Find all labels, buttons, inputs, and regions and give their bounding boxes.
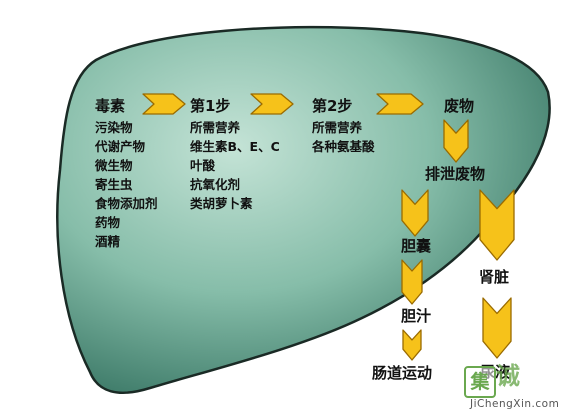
liver-shape <box>56 25 551 394</box>
watermark-url: JiChengXin.com <box>470 398 560 410</box>
arrow-step1-to-step2-icon <box>250 93 294 115</box>
arrow-gallbladder-to-bile-icon <box>401 259 423 305</box>
watermark-text: 诚 <box>496 362 520 390</box>
node-toxins-title: 毒素 <box>95 97 126 115</box>
arrow-step2-to-waste-icon <box>376 93 424 115</box>
step1-item-carotenoids: 类胡萝卜素 <box>190 196 253 211</box>
toxins-item-alcohol: 酒精 <box>95 234 121 249</box>
step1-item-antioxidants: 抗氧化剂 <box>190 177 241 192</box>
flow-arrows <box>142 93 515 361</box>
node-kidney-title: 肾脏 <box>479 268 510 286</box>
node-step1-title: 第1步 <box>190 97 231 115</box>
step2-item-amino-acids: 各种氨基酸 <box>312 139 375 154</box>
watermark-logo-icon: 集 <box>464 366 496 398</box>
toxins-item-pollutants: 污染物 <box>95 120 133 135</box>
arrow-toxins-to-step1-icon <box>142 93 186 115</box>
toxins-item-food-additives: 食物添加剂 <box>95 196 158 211</box>
toxins-item-parasites: 寄生虫 <box>95 177 133 192</box>
step1-item-nutrients: 所需营养 <box>190 120 241 135</box>
arrow-waste-to-excrete-icon <box>443 119 469 163</box>
arrow-excrete-to-kidney-icon <box>479 189 515 261</box>
node-step2-title: 第2步 <box>312 97 353 115</box>
toxins-item-metabolites: 代谢产物 <box>95 139 146 154</box>
arrow-kidney-to-urine-icon <box>482 297 512 359</box>
step1-item-vitamins: 维生素B、E、C <box>190 139 280 154</box>
node-excrete-title: 排泄废物 <box>425 165 486 183</box>
step2-item-nutrients: 所需营养 <box>312 120 363 135</box>
arrow-excrete-to-gallbladder-icon <box>401 189 429 237</box>
arrow-bile-to-bowel-icon <box>402 329 422 361</box>
node-bowel-title: 肠道运动 <box>372 364 433 382</box>
toxins-item-microbes: 微生物 <box>95 158 133 173</box>
node-gallbladder-title: 胆囊 <box>401 237 432 255</box>
step1-item-folic-acid: 叶酸 <box>190 158 216 173</box>
toxins-item-drugs: 药物 <box>95 215 121 230</box>
node-bile-title: 胆汁 <box>401 307 432 325</box>
node-waste-title: 废物 <box>444 97 475 115</box>
